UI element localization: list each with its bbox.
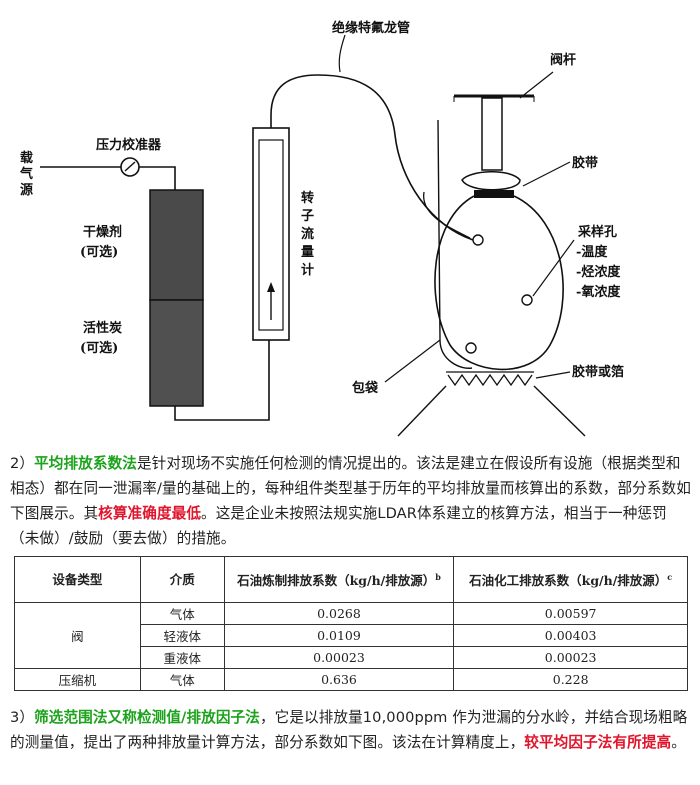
- header-refinery-text: 石油炼制排放系数（kg/h/排放源）: [237, 573, 436, 589]
- table-header-row: 设备类型 介质 石油炼制排放系数（kg/h/排放源）b 石油化工排放系数（kg/…: [14, 556, 688, 603]
- header-petrochem-text: 石油化工排放系数（kg/h/排放源）: [469, 573, 668, 589]
- rotameter-arrow-head: [267, 282, 275, 292]
- bag-label: 包袋: [352, 380, 379, 396]
- sample-port-1: [472, 234, 484, 246]
- activated-carbon-column: [149, 299, 204, 407]
- sampling-apparatus-diagram: 载 气 源 压力校准器 干燥剂 (可选) 活性炭 (可选) 转 子 流 量 计 …: [20, 20, 624, 437]
- cell-type: 压缩机: [14, 668, 141, 691]
- tape-label: 胶带: [572, 155, 598, 171]
- diagram-svg: 载 气 源 压力校准器 干燥剂 (可选) 活性炭 (可选) 转 子 流 量 计 …: [20, 20, 624, 437]
- table-row: 压缩机 气体 0.636 0.228: [14, 668, 688, 691]
- desiccant-optional-label: (可选): [80, 244, 118, 260]
- teflon-tube-leader: [338, 34, 346, 73]
- cell-refinery: 0.636: [223, 668, 455, 691]
- gas-source-label-1: 载: [20, 150, 33, 166]
- component-pipe-right: [533, 385, 586, 437]
- gas-source-label-3: 源: [20, 182, 33, 198]
- sample-port-label: 采样孔: [577, 224, 617, 240]
- teflon-tube-label: 绝缘特氟龙管: [332, 20, 410, 36]
- sample-port-leader: [532, 239, 575, 297]
- desiccant-column: [149, 189, 204, 301]
- tape-wrap: [461, 171, 521, 191]
- cell-refinery: 0.0109: [223, 624, 455, 647]
- emission-factor-table-grid: 设备类型 介质 石油炼制排放系数（kg/h/排放源）b 石油化工排放系数（kg/…: [14, 556, 688, 691]
- component-pipe-left: [397, 385, 447, 437]
- para2-highlight-improvement: 较平均因子法有所提高: [524, 734, 672, 751]
- valve-stem: [481, 97, 503, 171]
- activated-carbon-optional-label: (可选): [80, 340, 118, 356]
- paragraph-screening-range-method: 3）筛选范围法又称检测值/排放因子法，它是以排放量10,000ppm 作为泄漏的…: [10, 705, 694, 755]
- tape-or-foil-leader: [535, 371, 571, 379]
- para1-highlight-method: 平均排放系数法: [34, 455, 137, 472]
- sampling-bag: [434, 195, 564, 371]
- tape-band: [474, 190, 514, 198]
- sample-port-3: [465, 342, 477, 354]
- cell-type: 阀: [14, 602, 141, 669]
- cell-petrochem: 0.228: [453, 668, 688, 691]
- header-petrochem: 石油化工排放系数（kg/h/排放源）c: [453, 556, 688, 603]
- para2-highlight-method: 筛选范围法又称检测值/排放因子法: [34, 709, 260, 726]
- column-to-rotameter-line: [174, 340, 270, 421]
- header-refinery: 石油炼制排放系数（kg/h/排放源）b: [223, 556, 455, 603]
- para2-text-1: ，它是以排放量10,000ppm 作为泄漏的分水岭，并结合现场粗略的测量值，提出…: [10, 709, 688, 751]
- gauge-needle: [124, 161, 136, 172]
- cell-refinery: 0.0268: [223, 602, 455, 625]
- pressure-calibrator-label: 压力校准器: [96, 137, 162, 153]
- rotameter-label-4: 量: [301, 245, 314, 260]
- para1-highlight-accuracy: 核算准确度最低: [98, 505, 202, 522]
- rotameter-label-5: 计: [301, 262, 314, 278]
- tape-or-foil-label: 胶带或箔: [572, 364, 624, 380]
- para2-prefix: 3）: [10, 709, 35, 726]
- cell-medium: 气体: [139, 602, 225, 625]
- cell-petrochem: 0.00023: [453, 646, 688, 669]
- sample-temp-label: -温度: [576, 244, 608, 260]
- para1-text-2: 。这是企业未按照法规实施LDAR体系建立的核算方法，相当于一种惩罚（未做）/鼓励…: [10, 505, 667, 547]
- table-row: 阀 气体 0.0268 0.00597: [14, 602, 688, 669]
- header-equipment-type: 设备类型: [14, 556, 141, 603]
- para1-prefix: 2）: [10, 455, 35, 472]
- tape-or-foil-seal: [447, 373, 533, 387]
- para1-text-1: 是针对现场不实施任何检测的情况提出的。该法是建立在假设所有设施（根据类型和相态）…: [10, 455, 691, 522]
- header-refinery-sup: b: [435, 572, 441, 583]
- header-petrochem-sup: c: [667, 572, 673, 583]
- gas-source-label-2: 气: [20, 166, 33, 182]
- para2-text-2: 。: [671, 734, 686, 751]
- header-medium: 介质: [139, 556, 225, 603]
- sample-o2-label: -氧浓度: [576, 284, 621, 300]
- cell-petrochem: 0.00403: [453, 624, 688, 647]
- tube-branch: [423, 191, 471, 239]
- activated-carbon-label: 活性炭: [83, 320, 122, 336]
- desiccant-label: 干燥剂: [83, 224, 122, 240]
- tape-leader: [522, 161, 571, 187]
- valve-stem-leader: [519, 71, 554, 99]
- cell-refinery: 0.00023: [223, 646, 455, 669]
- cell-medium: 轻液体: [139, 624, 225, 647]
- cell-medium: 气体: [139, 668, 225, 691]
- sample-port-2: [521, 294, 533, 306]
- emission-factor-table: 设备类型 介质 石油炼制排放系数（kg/h/排放源）b 石油化工排放系数（kg/…: [14, 556, 688, 694]
- cell-medium: 重液体: [139, 646, 225, 669]
- cell-petrochem: 0.00597: [453, 602, 688, 625]
- rotameter-label-1: 转: [301, 190, 314, 206]
- paragraph-average-emission-factor: 2）平均排放系数法是针对现场不实施任何检测的情况提出的。该法是建立在假设所有设施…: [10, 451, 694, 551]
- bag-leader: [384, 339, 441, 383]
- valve-stem-label: 阀杆: [550, 52, 576, 68]
- sample-hc-label: -烃浓度: [576, 264, 621, 280]
- calibrator-to-column-line: [139, 166, 176, 190]
- rotameter-label-2: 子: [301, 209, 314, 224]
- table-row: 轻液体 0.0109 0.00403: [15, 624, 688, 647]
- rotameter-label-3: 流: [301, 226, 314, 242]
